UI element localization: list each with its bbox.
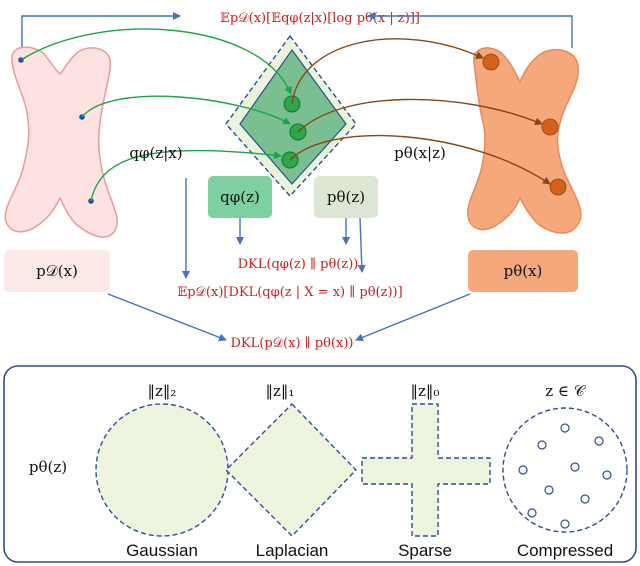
model-point (549, 178, 567, 196)
encoder-arrow (81, 95, 291, 125)
decoder-label: pθ(x|z) (394, 144, 446, 162)
model-distribution-label: pθ(x) (504, 262, 543, 280)
encoder-label: qφ(z|x) (129, 144, 182, 162)
encoder-arrow (90, 149, 282, 202)
data-distribution-label: p𝒟(x) (36, 262, 78, 280)
compressed-caption: Compressed (517, 541, 613, 560)
decoder-arrow (291, 38, 484, 105)
model-distribution-shape (467, 47, 582, 234)
kl-prior-term: DKL(qφ(z) ∥ pθ(z)) (238, 257, 359, 272)
model-point (482, 53, 500, 71)
codebook-point (560, 519, 570, 529)
laplacian-caption: Laplacian (256, 541, 329, 560)
gaussian-prior-shape (95, 403, 229, 537)
codebook-points (518, 423, 612, 529)
prior-box (314, 176, 378, 218)
kl-data-term: DKL(p𝒟(x) ∥ pθ(x)) (231, 336, 354, 351)
prior-label: pθ(z) (29, 458, 67, 476)
l0-norm-label: ‖z‖₀ (411, 382, 440, 400)
sparse-caption: Sparse (398, 541, 452, 560)
model-point (541, 118, 559, 136)
arrow (357, 217, 366, 273)
codebook-point (594, 436, 604, 446)
codebook-point (518, 465, 528, 475)
decoder-arrow (289, 134, 551, 185)
arrow (355, 293, 471, 342)
prior-box-label: pθ(z) (327, 188, 365, 206)
arrow (107, 293, 227, 342)
laplacian-prior-shape (225, 403, 357, 537)
compressed-label: z ∈ 𝒞 (545, 382, 587, 400)
codebook-point (580, 494, 590, 504)
codebook-point (560, 423, 570, 433)
aggregate-posterior-label: qφ(z) (220, 188, 260, 206)
data-distribution-shape (4, 46, 118, 238)
kl-expected-term: 𝔼p𝒟(x)[DKL(qφ(z | X = x) ∥ pθ(z))] (177, 285, 402, 300)
reconstruction-expectation: 𝔼p𝒟(x)[𝔼qφ(z|x)[log pθ(x | z)]] (220, 11, 420, 26)
aggregate-posterior-box (208, 176, 272, 218)
top-left-arrow (21, 12, 181, 50)
encoder-arrow (20, 28, 292, 95)
codebook-point (544, 485, 554, 495)
codebook-point (537, 440, 547, 450)
top-right-arrow (367, 12, 573, 48)
codebook-point (570, 462, 580, 472)
gaussian-caption: Gaussian (126, 541, 198, 560)
l2-norm-label: ‖z‖₂ (148, 382, 177, 400)
sparse-prior-shape (361, 403, 491, 537)
latent-space-inner (239, 48, 347, 185)
l1-norm-label: ‖z‖₁ (266, 382, 295, 400)
model-distribution-box (468, 250, 578, 292)
codebook-point (602, 470, 612, 480)
data-distribution-box (4, 250, 110, 292)
decoder-arrow (297, 98, 543, 133)
codebook-point (527, 508, 537, 518)
